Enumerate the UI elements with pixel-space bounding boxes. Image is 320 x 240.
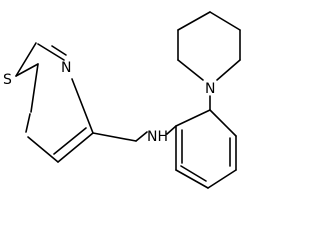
bond [166,125,177,135]
thiazole-ring [15,42,94,163]
bond [177,11,211,31]
bond [180,165,207,182]
amine-nh-label: NH [147,129,168,145]
bond [25,113,31,133]
sulfur-label: S [3,72,12,88]
bond [27,136,59,163]
bond [175,109,211,127]
piperidine-ring [177,11,241,81]
bond [71,78,94,134]
atom-labels: S N NH N [3,60,215,145]
bond [135,131,148,142]
bond [15,63,39,77]
bond [15,42,37,77]
bond [177,59,204,81]
molecule-structure: S N NH N [3,11,241,189]
bond [53,127,87,155]
structure-diagram: S N NH N [3,11,241,189]
piperidine-nitrogen-label: N [205,81,215,97]
bond [209,109,237,137]
bond [30,63,39,113]
bond [175,169,209,189]
benzene-ring [175,95,237,189]
bond [209,11,241,31]
bond [57,132,94,163]
bond [216,59,241,81]
bond [92,132,137,142]
thiazole-nitrogen-label: N [61,60,71,76]
bond [51,45,67,56]
linker [92,125,177,142]
bond [207,169,237,189]
bond [37,43,65,61]
